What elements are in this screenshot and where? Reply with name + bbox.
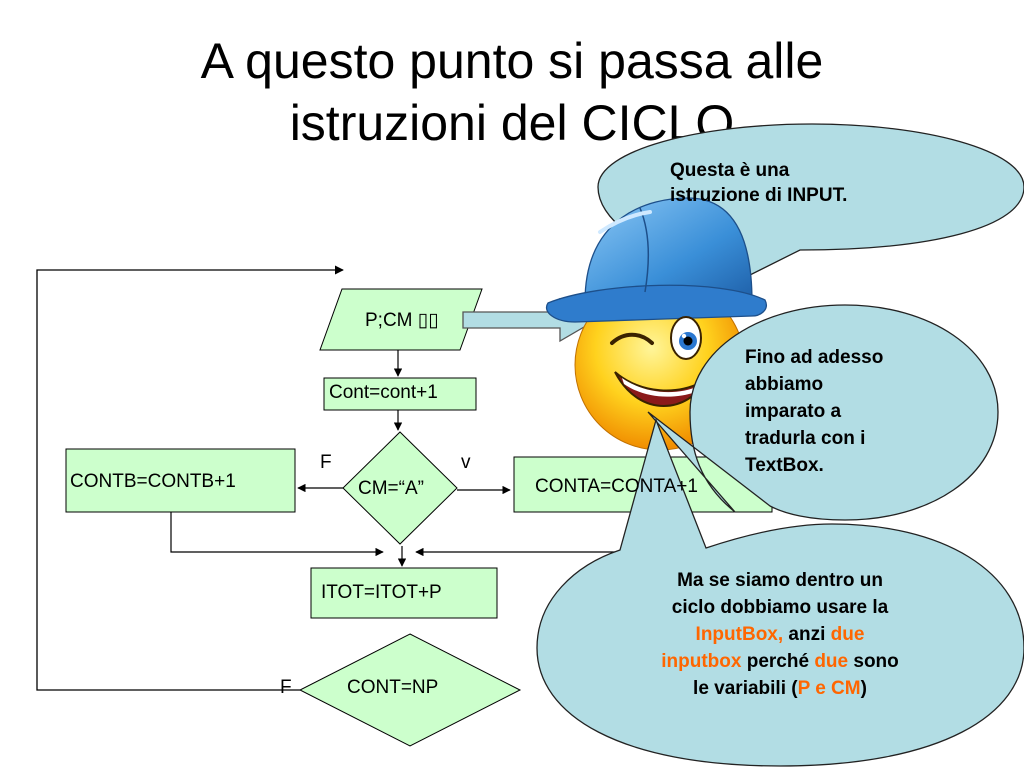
slide-title: A questo punto si passa alle istruzioni … bbox=[0, 30, 1024, 154]
callout-textbox-line-1: Fino ad adesso bbox=[745, 347, 884, 368]
contb-box bbox=[65, 448, 296, 513]
sono-text: sono bbox=[848, 651, 899, 672]
inputbox-highlight: InputBox, bbox=[695, 624, 784, 645]
inputbox-lower-highlight: inputbox bbox=[661, 651, 742, 672]
false-label-loop: F bbox=[280, 677, 292, 698]
conta-label: CONTA=CONTA+1 bbox=[535, 476, 698, 497]
perche-text: perché bbox=[741, 651, 815, 672]
connector-conta-merge bbox=[415, 512, 656, 557]
contb-label: CONTB=CONTB+1 bbox=[70, 471, 236, 492]
input-label: P;CM ▯▯ bbox=[365, 310, 439, 331]
decision-cont-label: CONT=NP bbox=[347, 677, 439, 698]
title-line-1: A questo punto si passa alle bbox=[200, 33, 824, 89]
anzi-text: anzi bbox=[783, 624, 831, 645]
callout-textbox-line-3: imparato a bbox=[745, 401, 842, 422]
input-shape bbox=[319, 288, 483, 351]
callout-input-text: Questa è una istruzione di INPUT. bbox=[670, 158, 847, 208]
callout-textbox-line-2: abbiamo bbox=[745, 374, 824, 395]
callout-input-line-2: istruzione di INPUT. bbox=[670, 185, 848, 206]
p-e-cm-highlight: P e CM bbox=[797, 678, 861, 699]
callout-inputbox-line-3: InputBox, anzi due bbox=[600, 621, 960, 648]
decision-cont-shape bbox=[298, 633, 522, 747]
variabili-text: le variabili ( bbox=[693, 678, 798, 699]
itot-box bbox=[310, 567, 498, 619]
due-highlight-1: due bbox=[830, 624, 865, 645]
callout-textbox-line-5: TextBox. bbox=[745, 455, 824, 476]
callout-textbox-text: Fino ad adesso abbiamo imparato a tradur… bbox=[745, 344, 883, 479]
callout-input-line-1: Questa è una bbox=[670, 160, 790, 181]
due-highlight-2: due bbox=[814, 651, 849, 672]
cont-increment-box bbox=[323, 377, 477, 411]
callout-textbox-line-4: tradurla con i bbox=[745, 428, 866, 449]
itot-label: ITOT=ITOT+P bbox=[321, 582, 442, 603]
callout-inputbox-line-5: le variabili (P e CM) bbox=[600, 675, 960, 702]
title-line-2: istruzioni del CICLO bbox=[289, 95, 735, 151]
decision-cm-label: CM=“A” bbox=[358, 478, 424, 499]
callout-inputbox-text: Ma se siamo dentro un ciclo dobbiamo usa… bbox=[600, 567, 960, 702]
decision-cm-shape bbox=[342, 431, 458, 545]
callout-inputbox-line-4: inputbox perché due sono bbox=[600, 648, 960, 675]
false-label-left: F bbox=[320, 452, 332, 473]
cont-increment-label: Cont=cont+1 bbox=[329, 382, 438, 403]
connector-contb-merge bbox=[170, 512, 384, 557]
closing-paren: ) bbox=[860, 678, 867, 699]
callout-inputbox-bubble bbox=[536, 417, 1024, 767]
true-label-right: v bbox=[461, 452, 471, 473]
callout-inputbox-line-1: Ma se siamo dentro un bbox=[677, 570, 883, 591]
loop-back-line bbox=[36, 265, 344, 691]
callout-inputbox-line-2: ciclo dobbiamo usare la bbox=[671, 597, 889, 618]
callout-textbox-bubble bbox=[647, 304, 999, 521]
